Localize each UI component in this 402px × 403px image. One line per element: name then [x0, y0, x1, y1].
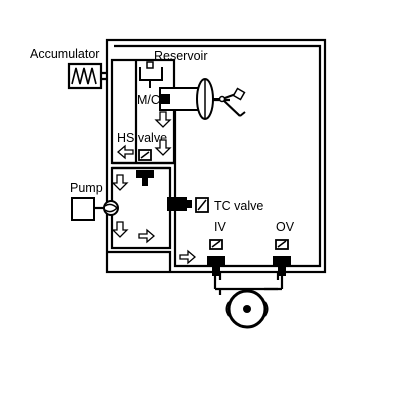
- ov-label: OV: [276, 220, 295, 234]
- accumulator-icon: [67, 62, 103, 90]
- iv-valve-icon: [207, 239, 225, 276]
- master-cylinder-icon: [159, 78, 222, 120]
- wheel-cylinder-icon: [215, 287, 282, 329]
- tc-valve-label: TC valve: [214, 199, 263, 213]
- pump-cell-divider: [112, 161, 175, 170]
- arrow-down-icon: [111, 221, 129, 238]
- return-line: [107, 250, 172, 272]
- pump-icon: [71, 197, 119, 221]
- arrow-down-icon: [111, 174, 129, 191]
- hs-valve-label: HS valve: [117, 131, 167, 145]
- arrow-down-icon: [154, 111, 172, 128]
- arrow-right-icon: [138, 228, 155, 244]
- tc-valve-icon: [167, 197, 209, 213]
- brake-pedal-icon: [218, 87, 246, 117]
- reservoir-icon: [139, 61, 163, 88]
- hs-valve-icon: [136, 149, 154, 186]
- master-cylinder-label: M/C: [137, 93, 160, 107]
- accumulator-label: Accumulator: [30, 47, 99, 61]
- iv-label: IV: [214, 220, 226, 234]
- wheel-line-join: [218, 272, 280, 280]
- flow-arrows: [111, 111, 196, 265]
- arrow-down-icon: [154, 139, 172, 156]
- pump-label: Pump: [70, 181, 103, 195]
- ov-valve-icon: [273, 239, 291, 276]
- arrow-right-icon: [179, 249, 196, 265]
- arrow-left-icon: [117, 144, 134, 160]
